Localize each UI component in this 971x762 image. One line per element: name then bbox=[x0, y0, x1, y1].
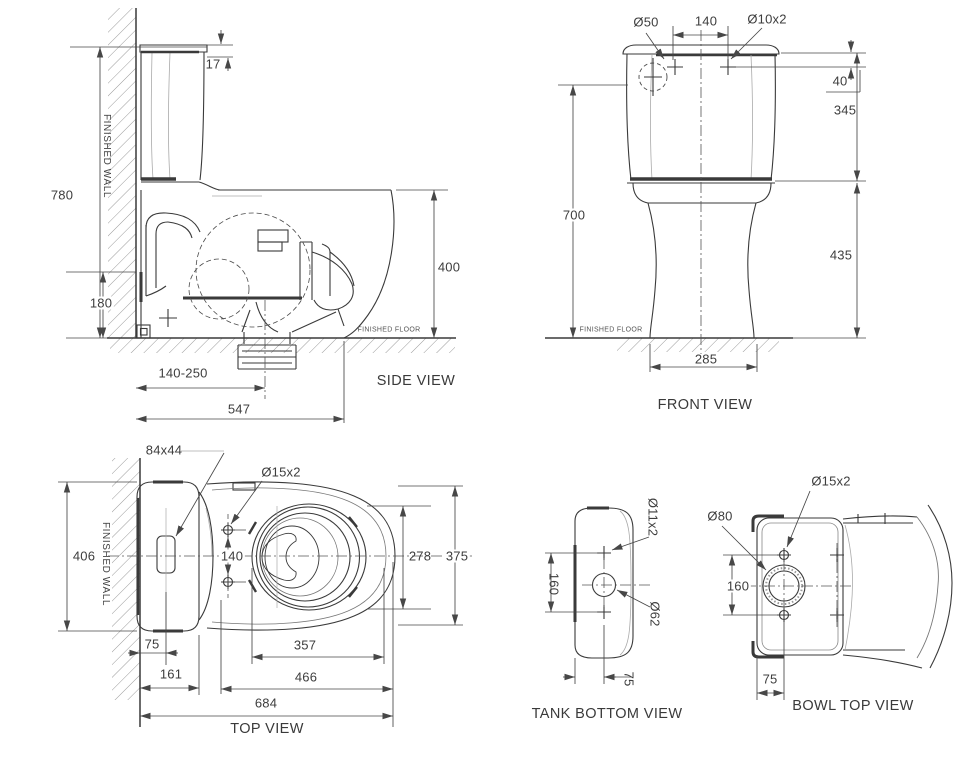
centerlines bbox=[108, 30, 852, 627]
bowl-dim-160: 160 bbox=[724, 578, 752, 594]
top-dim-278: 278 bbox=[408, 548, 432, 564]
side-dim-140-250: 140-250 bbox=[158, 365, 208, 381]
front-finished-floor-label: FINISHED FLOOR bbox=[579, 326, 643, 334]
top-dim-75: 75 bbox=[144, 636, 160, 652]
tank-bottom-view-lineart bbox=[573, 506, 634, 659]
top-dim-406: 406 bbox=[72, 548, 96, 564]
side-dim-400: 400 bbox=[437, 259, 461, 275]
side-dim-180: 180 bbox=[87, 295, 115, 311]
top-dim-84x44: 84x44 bbox=[145, 442, 183, 458]
top-dim-161: 161 bbox=[159, 666, 183, 682]
tank-bottom-view-title: TANK BOTTOM VIEW bbox=[531, 705, 683, 722]
front-dim-435: 435 bbox=[829, 247, 853, 263]
top-view-title: TOP VIEW bbox=[230, 720, 304, 737]
tank-dim-75: 75 bbox=[621, 671, 637, 687]
bowl-top-view-lineart bbox=[751, 504, 953, 669]
side-view-lineart bbox=[107, 8, 456, 370]
top-view-lineart bbox=[136, 458, 396, 727]
front-dim-140: 140 bbox=[694, 13, 718, 29]
front-view-lineart bbox=[545, 44, 793, 339]
tank-dim-160: 160 bbox=[546, 572, 562, 596]
tank-dim-d62: Ø62 bbox=[647, 601, 663, 627]
front-dim-700: 700 bbox=[560, 207, 588, 223]
bowl-top-view-title: BOWL TOP VIEW bbox=[792, 697, 914, 714]
top-dim-466: 466 bbox=[294, 669, 318, 685]
side-view-title: SIDE VIEW bbox=[376, 372, 456, 389]
front-dim-d50: Ø50 bbox=[633, 14, 659, 30]
front-dim-40: 40 bbox=[832, 73, 848, 89]
side-dim-547: 547 bbox=[227, 401, 251, 417]
side-finished-wall-label: FINISHED WALL bbox=[101, 113, 112, 199]
top-dim-d15x2: Ø15x2 bbox=[261, 464, 301, 480]
top-dim-375: 375 bbox=[443, 548, 471, 564]
top-dim-357: 357 bbox=[293, 637, 317, 653]
bowl-dim-d15x2: Ø15x2 bbox=[811, 473, 851, 489]
front-view-title: FRONT VIEW bbox=[657, 396, 753, 413]
front-dim-285: 285 bbox=[694, 351, 718, 367]
side-dim-17: 17 bbox=[205, 56, 221, 72]
supply-hole-circle bbox=[638, 62, 668, 92]
front-dim-345: 345 bbox=[833, 102, 857, 118]
side-finished-floor-label: FINISHED FLOOR bbox=[357, 326, 421, 334]
front-dim-d10x2: Ø10x2 bbox=[747, 11, 787, 27]
top-dim-140: 140 bbox=[218, 548, 246, 564]
side-view-hidden-lines bbox=[188, 212, 311, 328]
top-finished-wall-label: FINISHED WALL bbox=[100, 521, 111, 607]
bowl-dim-d80: Ø80 bbox=[707, 508, 733, 524]
top-dim-684: 684 bbox=[254, 695, 278, 711]
tank-dim-d11x2: Ø11x2 bbox=[645, 497, 661, 537]
bowl-dim-75: 75 bbox=[762, 671, 778, 687]
side-dim-780: 780 bbox=[50, 187, 74, 203]
